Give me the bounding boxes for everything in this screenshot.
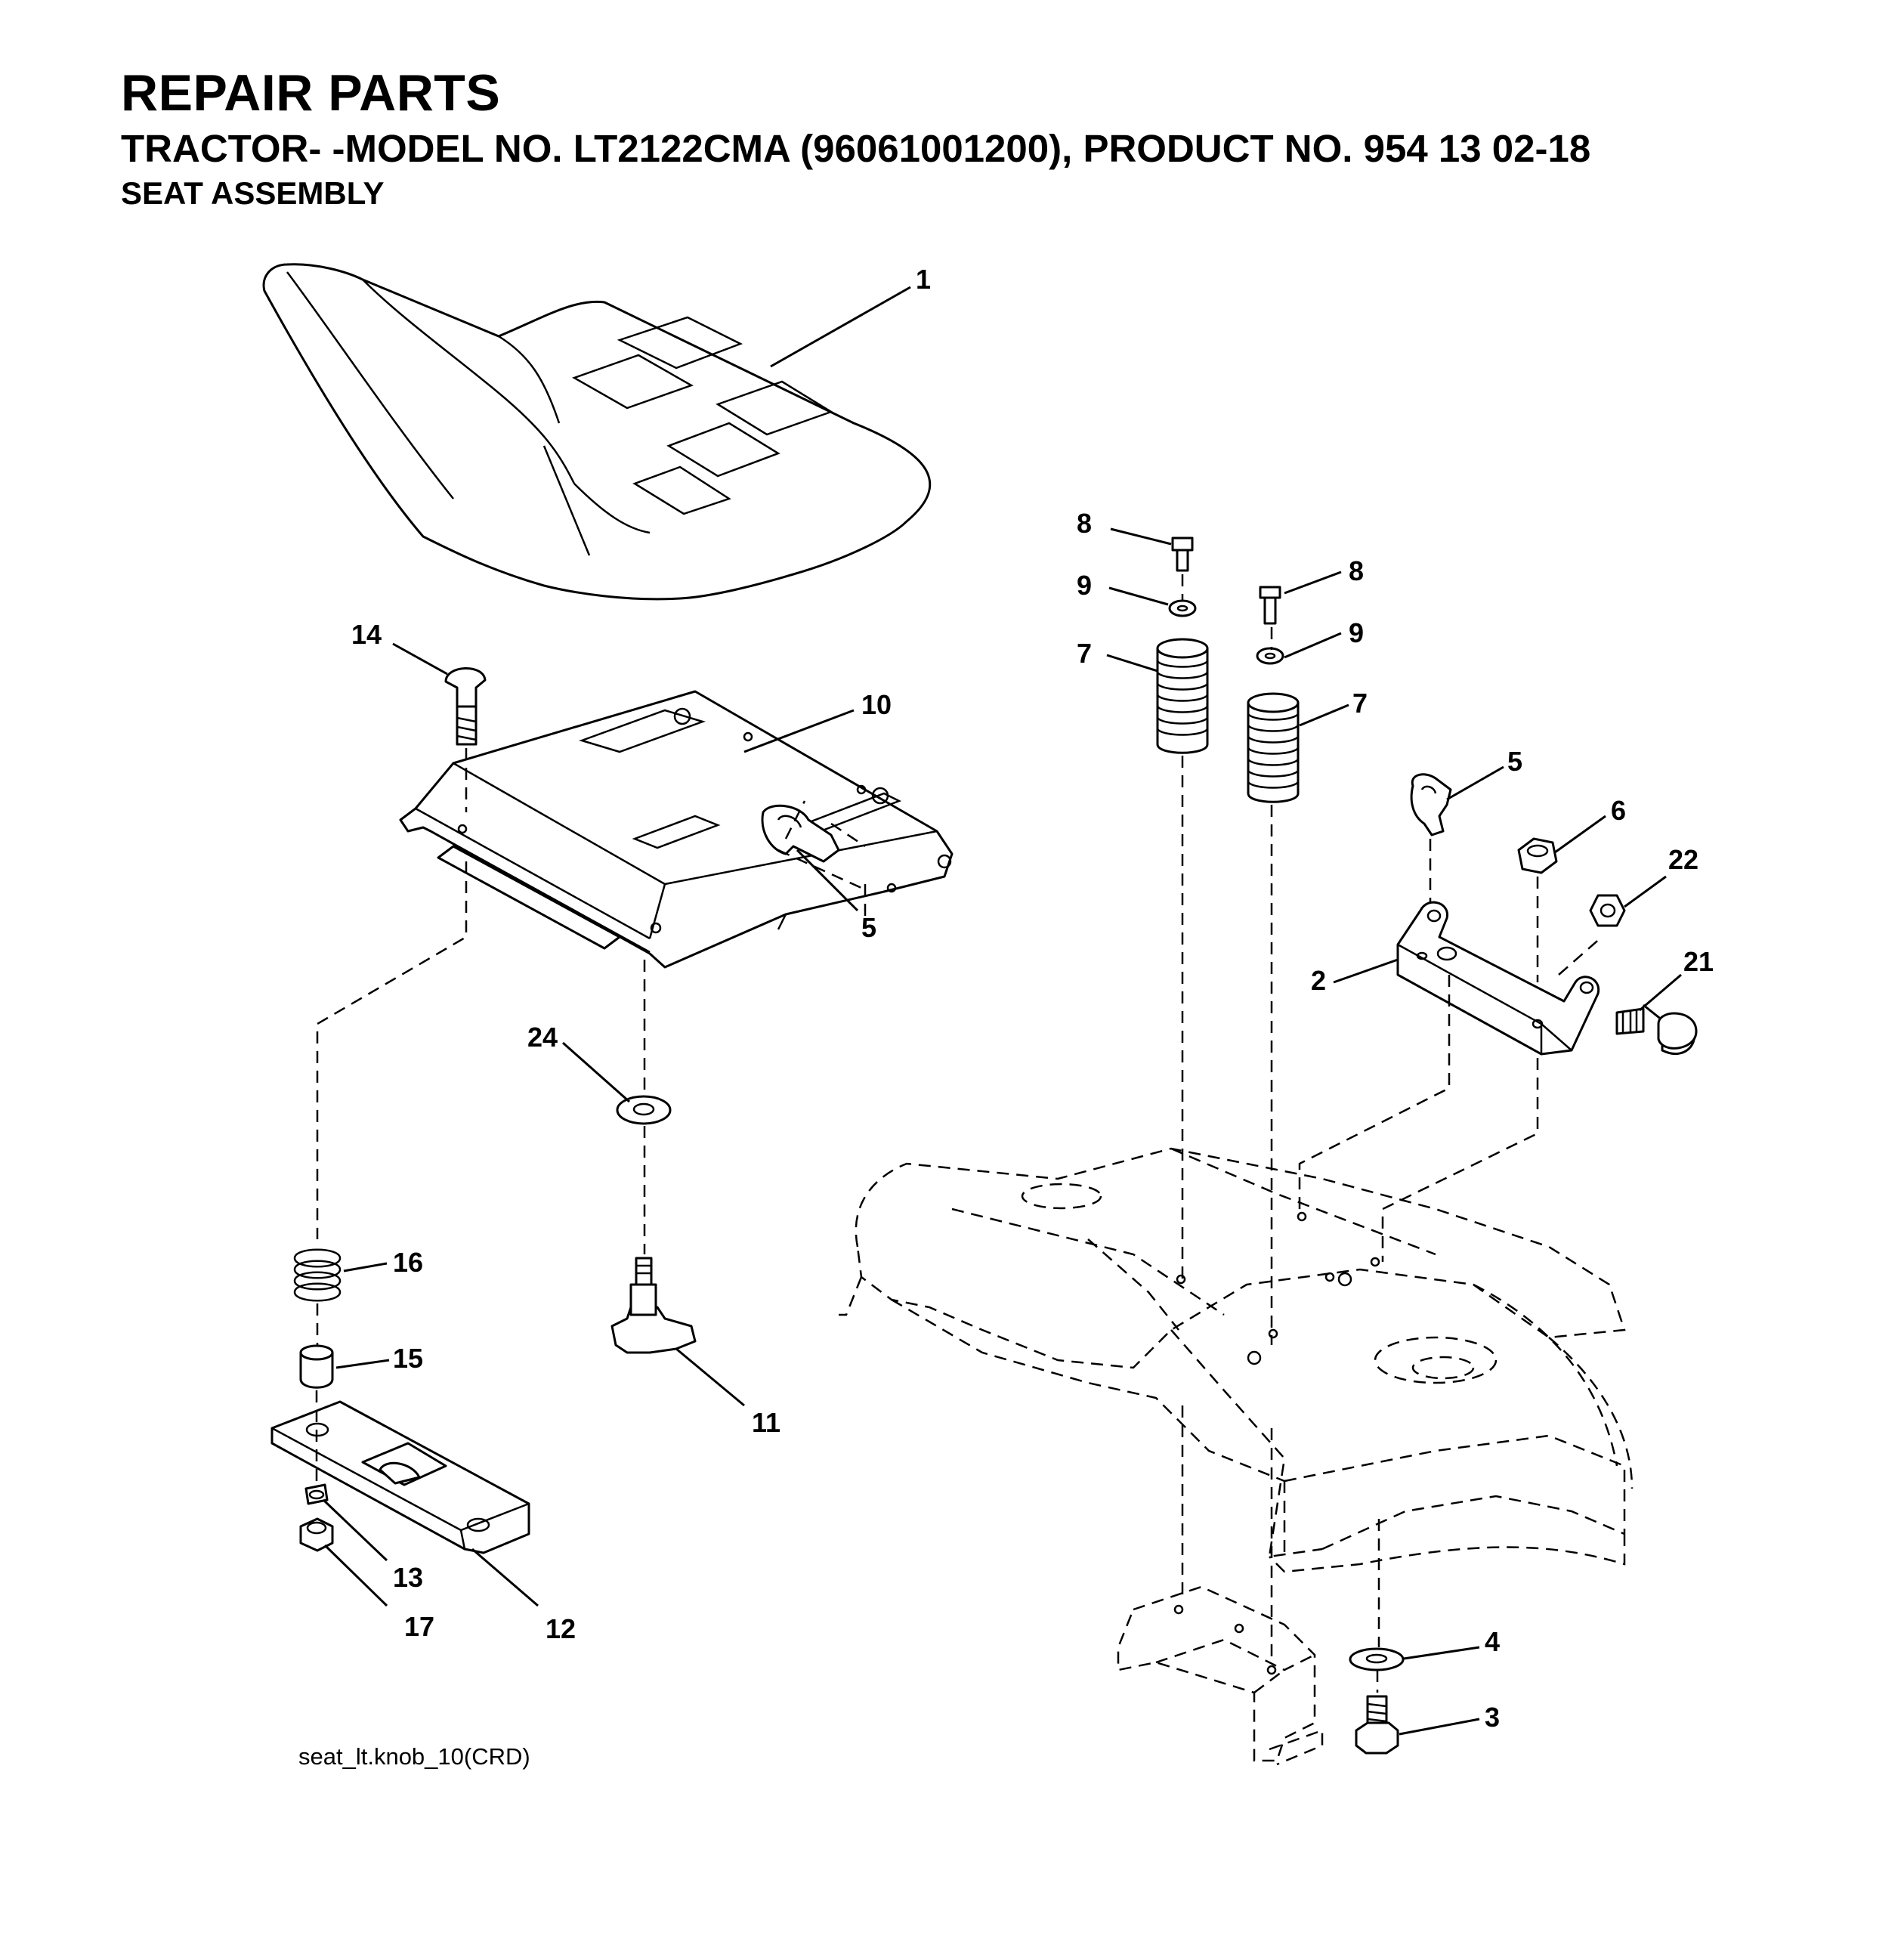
callout-9-right: 9 (1349, 617, 1364, 648)
callout-numbers: 1 14 10 24 5 16 15 11 13 17 12 8 9 7 8 9… (351, 264, 1714, 1733)
seat-pan-part (399, 690, 954, 969)
callout-4: 4 (1485, 1626, 1500, 1657)
callout-22: 22 (1668, 844, 1698, 875)
seat-part (262, 263, 932, 601)
callout-3: 3 (1485, 1702, 1500, 1733)
callout-6: 6 (1611, 795, 1626, 826)
nut-6-part (1517, 837, 1558, 874)
header: REPAIR PARTS TRACTOR- -MODEL NO. LT2122C… (121, 66, 1590, 212)
drawing-reference: seat_lt.knob_10(CRD) (298, 1743, 530, 1770)
callout-12: 12 (546, 1613, 576, 1644)
washer-4-part (1349, 1647, 1405, 1671)
callout-8-left: 8 (1077, 508, 1092, 539)
spring-7-left-part (1156, 638, 1209, 754)
spring-16-part (293, 1248, 342, 1302)
washer-9-left-part (1168, 599, 1197, 617)
callout-16: 16 (393, 1247, 423, 1278)
pivot-plate-part (270, 1400, 530, 1554)
washer-24-part (616, 1095, 672, 1125)
callout-8-right: 8 (1349, 555, 1364, 586)
leader-lines (322, 286, 1682, 1736)
callout-5-right: 5 (1507, 746, 1522, 777)
callout-7-right: 7 (1352, 688, 1368, 719)
section-title: SEAT ASSEMBLY (121, 175, 385, 212)
callout-2: 2 (1311, 965, 1326, 996)
nut-22-part (1589, 894, 1626, 927)
knob-part (610, 1257, 697, 1354)
clip-left-part (761, 800, 867, 922)
bolt-21-part (1615, 1003, 1698, 1056)
carriage-bolt-part (444, 667, 487, 746)
callout-7-left: 7 (1077, 638, 1092, 669)
callout-11: 11 (752, 1407, 780, 1438)
spacer-15-part (299, 1344, 334, 1389)
callout-24: 24 (527, 1022, 558, 1053)
callout-5-left: 5 (861, 912, 876, 943)
washer-9-right-part (1256, 647, 1284, 665)
bolt-3-part (1355, 1695, 1399, 1755)
spring-7-right-part (1247, 692, 1300, 803)
callout-9-left: 9 (1077, 570, 1092, 601)
callout-17: 17 (404, 1611, 434, 1642)
callout-10: 10 (861, 689, 892, 720)
callout-15: 15 (393, 1343, 423, 1374)
callout-13: 13 (393, 1562, 423, 1593)
bolt-8-left-part (1171, 536, 1194, 572)
page-title: REPAIR PARTS (121, 64, 501, 122)
bracket-2-part (1396, 901, 1600, 1056)
callout-21: 21 (1683, 946, 1714, 977)
locknut-17-part (299, 1517, 334, 1552)
assembly-lines (315, 574, 1603, 1693)
nut-13-part (304, 1483, 329, 1505)
callout-1: 1 (916, 264, 931, 295)
callout-14: 14 (351, 619, 382, 650)
clip-right-part (1410, 773, 1452, 836)
model-subtitle: TRACTOR- -MODEL NO. LT2122CMA (960610012… (121, 127, 1591, 171)
tractor-body-outline (839, 1147, 1634, 1766)
bolt-8-right-part (1259, 586, 1281, 625)
